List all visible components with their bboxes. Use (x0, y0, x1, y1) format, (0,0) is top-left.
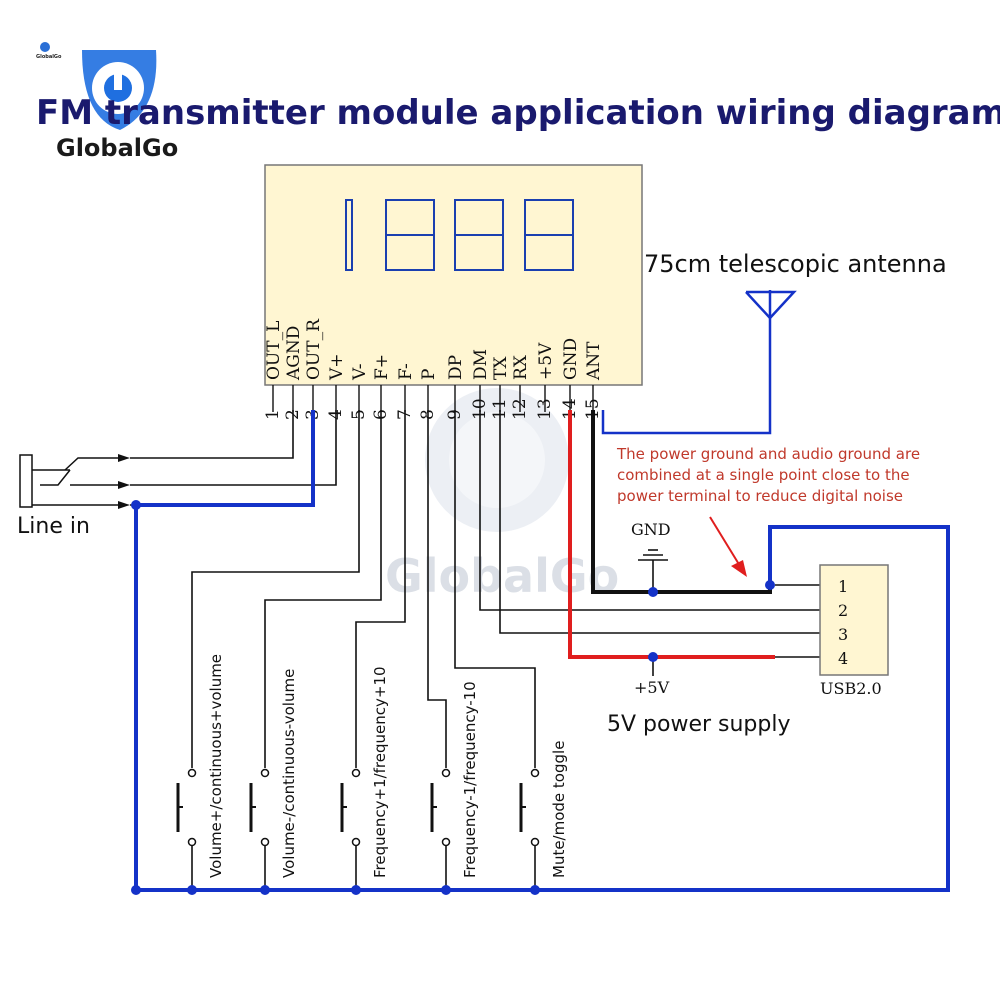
ground-junction (131, 500, 141, 510)
button-label-2: Volume-/continuous-volume (280, 669, 298, 878)
note-line-3: power terminal to reduce digital noise (617, 487, 903, 505)
pin-name-14: GND (561, 338, 581, 380)
pin-name-2: AGND (284, 326, 304, 381)
pin-number-1: 1 (263, 409, 283, 420)
pin-name-1: OUT_L (264, 321, 284, 380)
pin-name-12: RX (511, 354, 531, 380)
pin-name-15: ANT (584, 341, 604, 381)
pin-name-10: DM (471, 349, 491, 380)
pin-name-8: P (419, 369, 439, 380)
ground-junction (131, 885, 141, 895)
pin-name-11: TX (491, 356, 511, 380)
ground-bus (134, 410, 950, 892)
button-label-5: Mute/mode toggle (550, 741, 568, 878)
logo-brand-text: GlobalGo (56, 134, 178, 162)
seven-segment-display (345, 199, 574, 271)
gnd-label: GND (631, 520, 671, 539)
line-in-jack (19, 454, 130, 509)
pin-name-5: V- (350, 364, 370, 381)
pin-name-9: DP (446, 355, 466, 380)
push-button-4: Frequency-1/frequency-10 (430, 681, 479, 895)
antenna-symbol (601, 290, 797, 435)
watermark: GlobalGo (385, 388, 619, 603)
note-line-2: combined at a single point close to the (617, 466, 910, 484)
button-label-3: Frequency+1/frequency+10 (371, 666, 389, 878)
line-in-label: Line in (17, 514, 90, 539)
gnd-wire (591, 410, 775, 597)
push-buttons: Volume+/continuous+volume Volume-/continu… (131, 500, 568, 895)
pin-name-7: F- (396, 363, 416, 380)
button-label-1: Volume+/continuous+volume (207, 654, 225, 878)
power-supply-label: 5V power supply (607, 712, 791, 737)
push-button-3: Frequency+1/frequency+10 (340, 666, 389, 895)
module-body (264, 164, 643, 386)
note-line-1: The power ground and audio ground are (616, 445, 920, 463)
button-lead-wires (191, 410, 536, 768)
usb-pin-3: 3 (838, 625, 848, 644)
line-in-wires (130, 410, 337, 506)
pin-name-13: +5V (536, 342, 556, 380)
page-title: FM transmitter module application wiring… (36, 93, 1000, 133)
plus5v-wire (568, 410, 775, 676)
logo-small-text: GlobalGo (36, 54, 62, 60)
usb-pin-2: 2 (838, 601, 848, 620)
usb-pin-4: 4 (838, 649, 848, 668)
push-button-2: Volume-/continuous-volume (249, 669, 298, 895)
usb-pin-1: 1 (838, 577, 848, 596)
pin-name-3: OUT_R (304, 318, 324, 380)
watermark-text: GlobalGo (385, 549, 619, 603)
usb-data-wires (479, 410, 820, 658)
pin-name-4: V+ (327, 353, 347, 381)
push-button-5: Mute/mode toggle (519, 741, 568, 895)
button-label-4: Frequency-1/frequency-10 (461, 681, 479, 878)
push-button-1: Volume+/continuous+volume (176, 654, 225, 895)
antenna-label: 75cm telescopic antenna (644, 250, 947, 278)
usb-label: USB2.0 (820, 679, 882, 698)
note-arrow (709, 516, 747, 577)
usb-connector: 1 2 3 4 (819, 564, 889, 676)
plus5v-label: +5V (634, 678, 670, 697)
pin-name-6: F+ (372, 354, 392, 380)
brand-logo: GlobalGo GlobalGo (36, 42, 178, 162)
